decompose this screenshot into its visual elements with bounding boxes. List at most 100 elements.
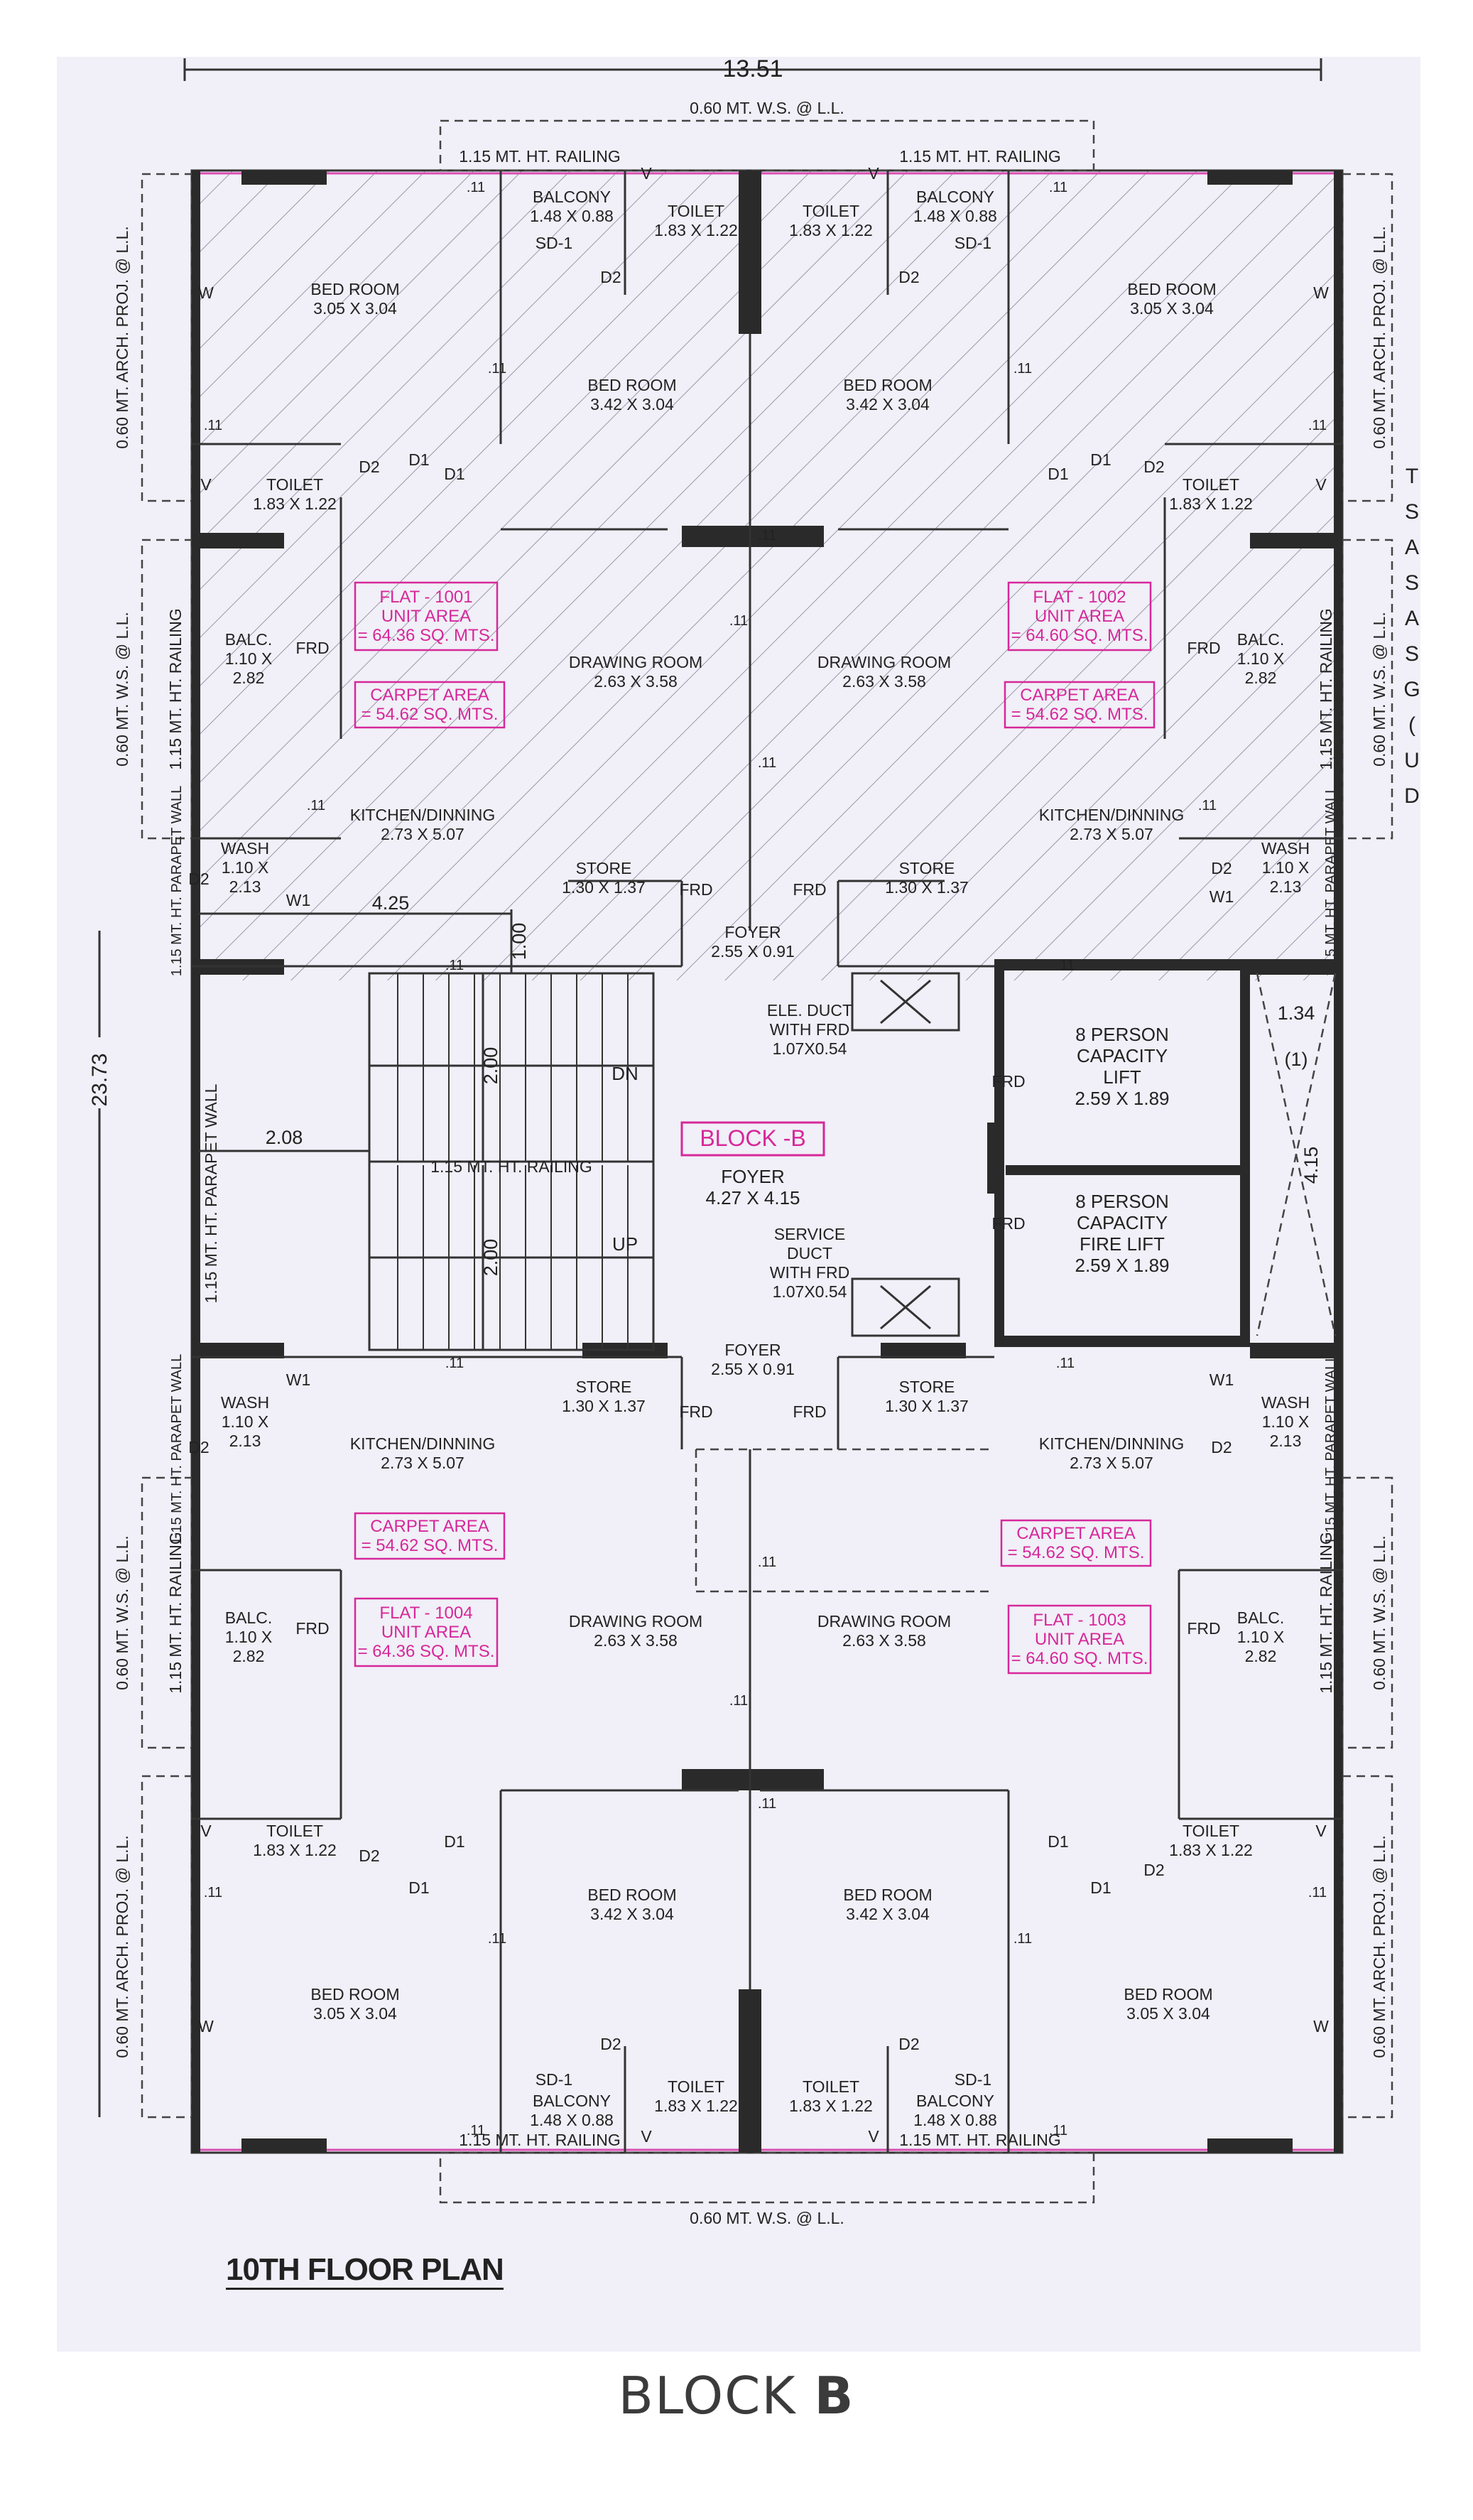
tag-v-1: V <box>200 475 212 494</box>
tag-d1-3: D1 <box>1090 450 1111 469</box>
tag-11-14: .11 <box>758 1554 776 1570</box>
label-service-duct-c: WITH FRD <box>770 1263 849 1282</box>
tag-w-4: W <box>1313 2017 1329 2035</box>
arch-proj-tl <box>141 173 193 502</box>
margin-char: ( <box>1408 713 1415 737</box>
margin-char: A <box>1405 536 1419 559</box>
dim-2-00-b: 2.00 <box>480 1239 501 1277</box>
partitions <box>192 171 1342 2153</box>
tag-d2-6: D2 <box>1211 859 1232 877</box>
tag-11-11: .11 <box>1056 958 1075 973</box>
tag-frd-4: FRD <box>1187 1619 1220 1638</box>
block-label-box <box>680 1121 825 1157</box>
dim-store-tr: 1.30 X 1.37 <box>885 878 969 897</box>
tag-11-16: .11 <box>758 1796 776 1812</box>
margin-char: S <box>1405 571 1419 595</box>
label-balc-tl: BALC. <box>225 630 272 649</box>
tag-v-6: V <box>868 164 879 183</box>
dim-foyer-bottom: 2.55 X 0.91 <box>711 1360 795 1378</box>
tag-v-7: V <box>641 2127 652 2146</box>
dim-store-tl: 1.30 X 1.37 <box>562 878 646 897</box>
label-wash-tl: WASH <box>221 839 269 858</box>
label-foyer-mid: FOYER <box>721 1166 785 1187</box>
dim-wash-tr-a: 1.10 X <box>1262 858 1310 877</box>
tag-11-13: .11 <box>1056 1356 1075 1371</box>
dim-wash-bl-a: 1.10 X <box>222 1412 269 1431</box>
label-foyer-top: FOYER <box>724 923 781 941</box>
label-wash-br: WASH <box>1261 1393 1310 1412</box>
label-service-duct: SERVICE <box>774 1225 846 1243</box>
flat-1001-unit-label: UNIT AREA <box>381 607 471 626</box>
dim-drawing-br: 2.63 X 3.58 <box>842 1631 926 1650</box>
dim-2-08: 2.08 <box>266 1127 303 1148</box>
tag-w-2: W <box>1313 283 1329 302</box>
left-dimension: 23.73 <box>88 931 112 2117</box>
flat-1004-name: FLAT - 1004 <box>379 1604 472 1623</box>
label-wash-bl: WASH <box>221 1393 269 1412</box>
label-firelift-c: FIRE LIFT <box>1080 1233 1165 1255</box>
dim-drawing-bl: 2.63 X 3.58 <box>594 1631 678 1650</box>
tag-11-4: .11 <box>1013 361 1032 377</box>
caption-prefix: BLOCK <box>618 2366 815 2426</box>
label-kitchen-br: KITCHEN/DINNING <box>1039 1434 1184 1453</box>
top-dimension: 13.51 <box>183 57 1322 82</box>
railing-label-bl: 1.15 MT. HT. RAILING <box>459 2131 621 2149</box>
dim-balc-br-a: 1.10 X <box>1237 1628 1285 1646</box>
label-toilet-b1: TOILET <box>668 2077 724 2096</box>
dim-one: (1) <box>1285 1049 1308 1070</box>
label-balcony-tl: BALCONY <box>533 188 611 206</box>
flat-1001-labels: BED ROOM 3.05 X 3.04 BALCONY 1.48 X 0.88… <box>221 188 738 897</box>
label-wash-tr: WASH <box>1261 839 1310 858</box>
label-lift-c: LIFT <box>1103 1066 1141 1088</box>
tag-11-5: .11 <box>758 528 776 544</box>
tag-frd-3: FRD <box>295 1619 329 1638</box>
tag-11-23: .11 <box>204 1885 222 1900</box>
arch-proj-label-br: 0.60 MT. ARCH. PROJ. @ L.L. <box>1370 1835 1388 2058</box>
dim-bedroom-tr-inner: 3.42 X 3.04 <box>846 395 930 413</box>
tag-11-7: .11 <box>758 755 776 771</box>
dim-bedroom-tl: 3.05 X 3.04 <box>313 299 397 318</box>
tag-d2-5: D2 <box>188 870 209 888</box>
tag-d2-11: D2 <box>600 2035 621 2053</box>
tag-w1-3: W1 <box>286 1370 311 1389</box>
overall-height: 23.73 <box>88 1053 112 1106</box>
tag-d1-6: D1 <box>408 1878 429 1897</box>
tag-d2-10: D2 <box>1143 1861 1164 1879</box>
flat-1003-name: FLAT - 1003 <box>1033 1611 1126 1630</box>
side-railing-label-lb: 1.15 MT. HT. RAILING <box>166 1532 185 1694</box>
label-drawing-bl: DRAWING ROOM <box>569 1612 702 1631</box>
tag-sd1-3: SD-1 <box>536 2070 572 2089</box>
tag-w1-4: W1 <box>1210 1370 1234 1389</box>
arch-proj-bl <box>141 1775 193 2119</box>
ws-label-rb: 0.60 MT. W.S. @ L.L. <box>1370 1535 1388 1690</box>
structural-walls <box>192 171 1342 2153</box>
dim-toilet-b1: 1.83 X 1.22 <box>654 2097 738 2115</box>
door-window-tags: D1 D1 D2 D2 D2 D1 D1 D2 W W W W SD-1 SD-… <box>188 164 1329 2146</box>
ws-top-box <box>439 119 1095 172</box>
dim-bedroom-bl: 3.05 X 3.04 <box>313 2004 397 2023</box>
label-service-duct-b: DUCT <box>787 1244 832 1262</box>
tag-sd1-2: SD-1 <box>955 234 991 252</box>
flat-1003-unit-label: UNIT AREA <box>1035 1630 1124 1649</box>
label-drawing-br: DRAWING ROOM <box>817 1612 951 1631</box>
stair-steps <box>397 973 629 1350</box>
tag-11-8: .11 <box>307 798 325 813</box>
dimension-callouts: 4.25 1.00 2.00 2.08 2.00 1.34 (1) 4.15 <box>199 892 1322 1350</box>
block-label: BLOCK -B <box>700 1125 805 1151</box>
parapet-label-lb: 1.15 MT. HT. PARAPET WALL <box>169 1354 185 1545</box>
flat-1002-unit: = 64.60 SQ. MTS. <box>1011 626 1148 645</box>
tag-d2-7: D2 <box>188 1438 209 1456</box>
dim-4-15: 4.15 <box>1300 1147 1322 1184</box>
label-foyer-bottom: FOYER <box>724 1341 781 1359</box>
dim-wash-br-a: 1.10 X <box>1262 1412 1310 1431</box>
tag-v-5: V <box>641 164 652 183</box>
dim-bedroom-tr: 3.05 X 3.04 <box>1130 299 1214 318</box>
flat-1004-carpet-label: CARPET AREA <box>370 1517 489 1536</box>
floor-plan-title: 10TH FLOOR PLAN <box>226 2252 504 2290</box>
dim-balcony-tl: 1.48 X 0.88 <box>530 207 614 225</box>
flat-1002-unit-label: UNIT AREA <box>1035 607 1124 626</box>
tag-11-9: .11 <box>1198 798 1217 813</box>
tag-d2-9: D2 <box>359 1846 379 1865</box>
label-store-bl: STORE <box>576 1378 632 1396</box>
